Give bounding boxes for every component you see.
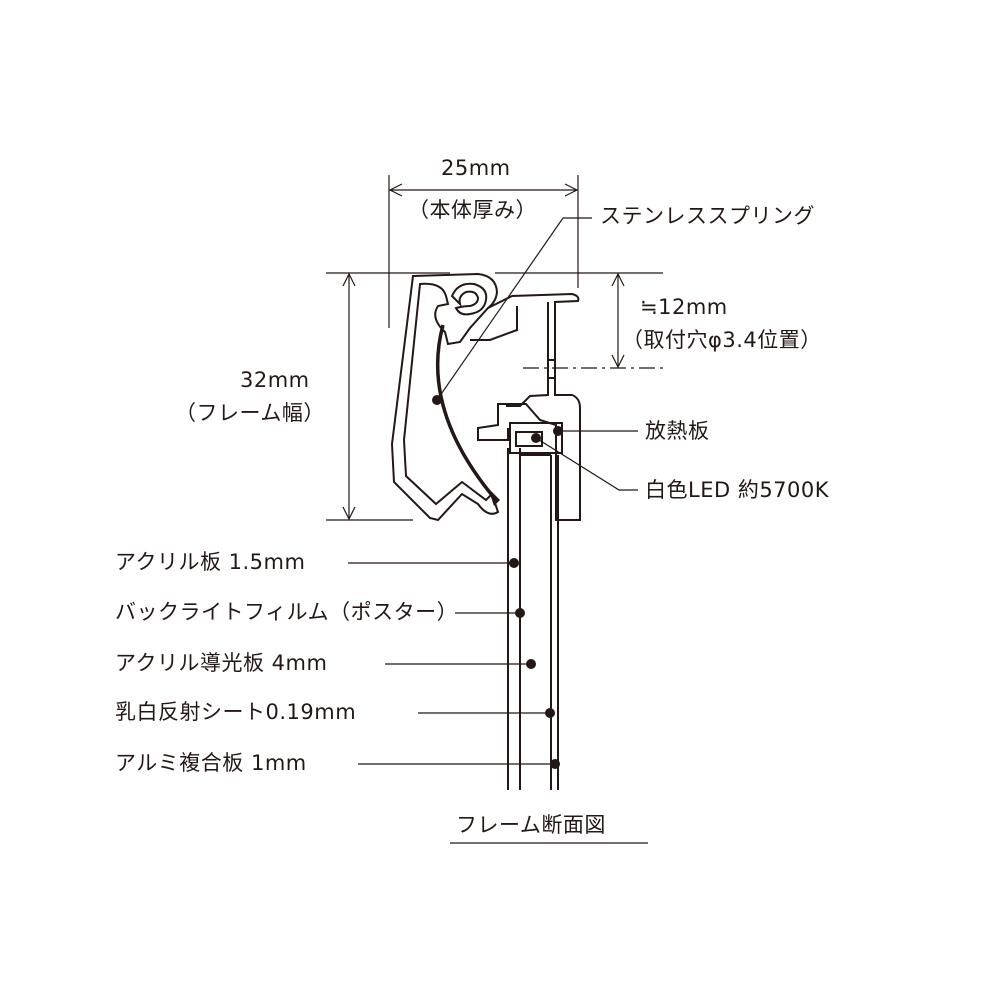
height-dimension-note: （フレーム幅） — [175, 401, 325, 425]
layer-label-reflector: 乳白反射シート0.19mm — [115, 700, 357, 724]
arrow-left — [388, 183, 403, 197]
layer-label-acrylic: アクリル板 1.5mm — [115, 550, 306, 574]
leader-led — [535, 437, 638, 491]
height-dimension-label: 32mm — [240, 368, 310, 392]
heatsink-label: 放熱板 — [645, 419, 710, 443]
spring-label: ステンレススプリング — [600, 204, 815, 228]
arrow-down — [342, 506, 356, 521]
dot-layer-2 — [515, 608, 525, 618]
hole-dimension-label: ≒12mm — [640, 295, 728, 319]
stainless-spring — [436, 324, 498, 502]
dot-heatsink — [553, 426, 563, 436]
width-dimension-note: （本体厚み） — [408, 198, 537, 222]
dot-layer-3 — [526, 659, 536, 669]
dot-layer-4 — [545, 708, 555, 718]
dot-led — [531, 433, 541, 443]
layer-label-light-guide: アクリル導光板 4mm — [115, 651, 328, 675]
hole-dimension-note: （取付穴φ3.4位置） — [622, 328, 822, 352]
led-label: 白色LED 約5700K — [645, 478, 830, 502]
diagram-caption: フレーム断面図 — [456, 813, 606, 837]
layer-label-backlight-film: バックライトフィルム（ポスター） — [115, 600, 459, 624]
dot-layer-1 — [509, 558, 519, 568]
dot-layer-5 — [550, 759, 560, 769]
leader-spring — [436, 217, 592, 401]
spring-tip — [488, 488, 500, 506]
panel-layers — [507, 448, 559, 790]
width-dimension-label: 25mm — [441, 156, 511, 180]
arrow-up — [342, 272, 356, 287]
arrow-right — [564, 183, 579, 197]
arrow-up-2 — [611, 272, 625, 287]
frame-profile — [390, 272, 581, 522]
arrow-down-2 — [611, 354, 625, 369]
layer-label-aluminum: アルミ複合板 1mm — [115, 751, 307, 775]
dot-spring — [432, 395, 442, 405]
